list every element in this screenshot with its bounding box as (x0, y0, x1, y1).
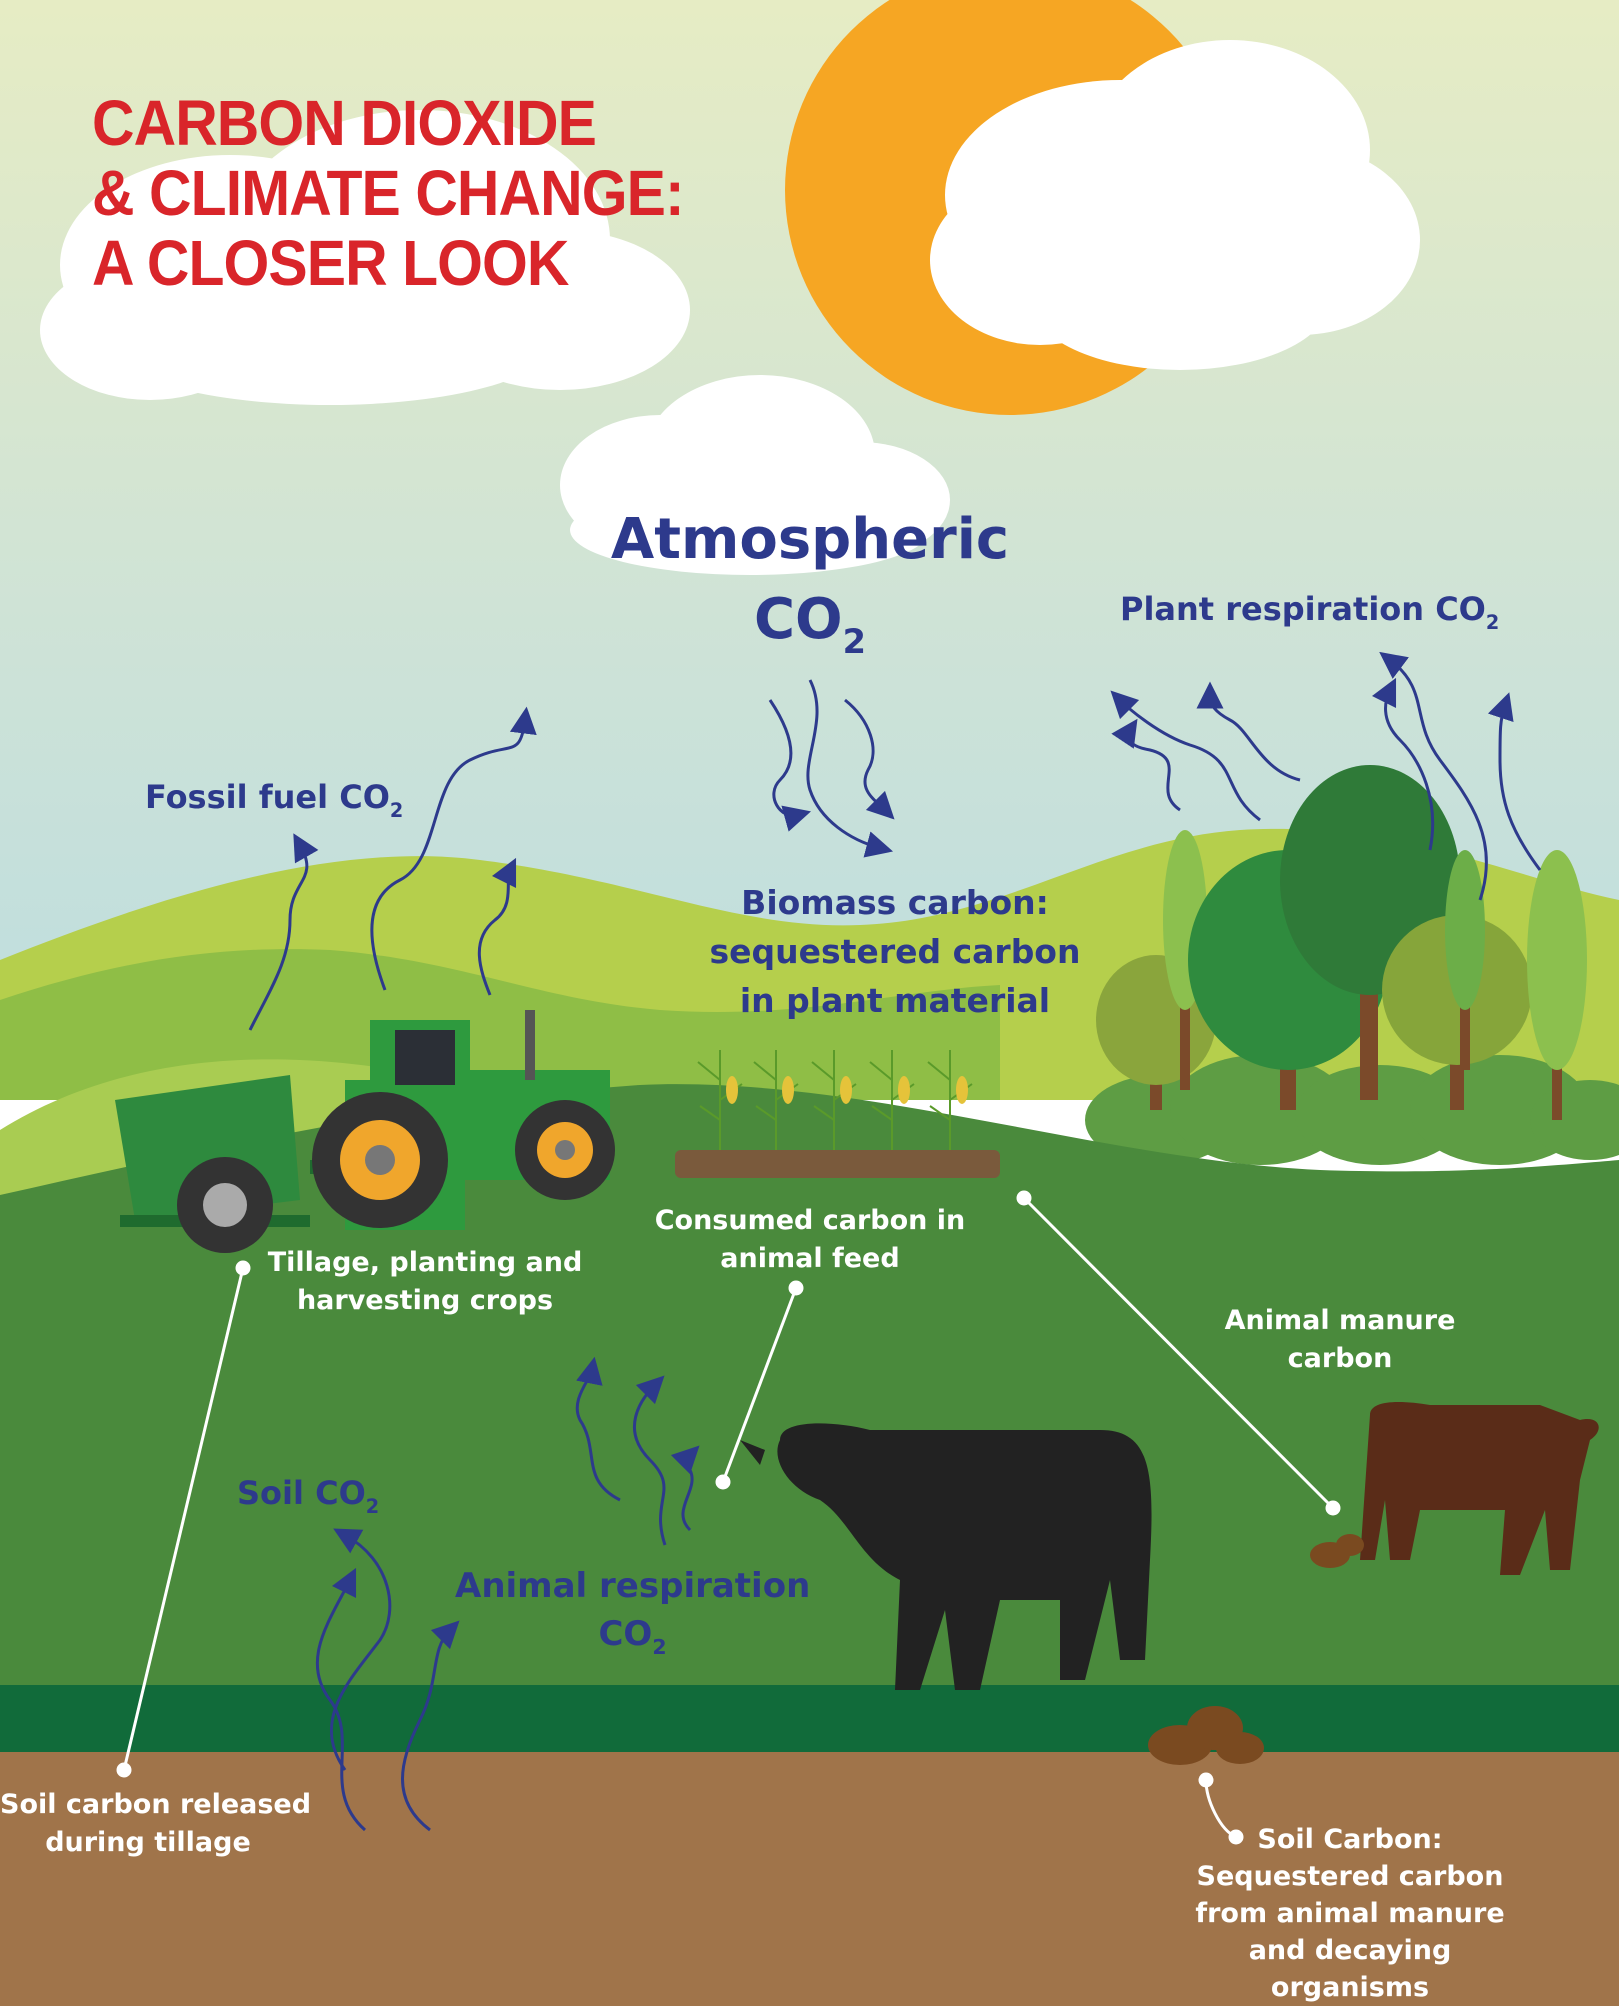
title-line: A CLOSER LOOK (92, 227, 569, 299)
title-line: CARBON DIOXIDE (92, 87, 597, 159)
label-atmospheric-co2: Atmospheric CO2 (600, 500, 1020, 667)
shrub-icon (1085, 1055, 1619, 1165)
leader-dot (116, 1762, 132, 1778)
co2-arrow (330, 1528, 392, 1771)
label-line: animal feed (720, 1243, 900, 1274)
subscript: 2 (389, 798, 404, 822)
label-text: Fossil fuel CO (145, 778, 390, 816)
leader-dot (1198, 1772, 1214, 1788)
label-line: harvesting crops (296, 1285, 554, 1316)
label-line: CO2 (455, 1610, 810, 1662)
label-tillage: Tillage, planting and harvesting crops (260, 1244, 590, 1320)
co2-arrow (1379, 651, 1488, 901)
leader-dot (715, 1474, 731, 1490)
label-line: organisms (1270, 1972, 1430, 2003)
label-animal-manure: Animal manure carbon (1200, 1302, 1480, 1378)
label-line: Tillage, planting and (267, 1247, 583, 1278)
label-line: Soil Carbon: (1257, 1824, 1443, 1855)
label-soil-co2: Soil CO2 (237, 1474, 437, 1518)
label-line: from animal manure (1195, 1898, 1505, 1929)
co2-arrow (1110, 690, 1261, 822)
leader-dot (1016, 1190, 1032, 1206)
co2-arrow (1196, 681, 1301, 782)
co2-arrow (844, 698, 895, 820)
label-fossil-fuel: Fossil fuel CO2 (145, 778, 445, 822)
label-line: and decaying (1248, 1935, 1452, 1966)
manure-icon (1310, 1534, 1364, 1568)
co2-arrow (1371, 677, 1435, 851)
leader-dot (1228, 1829, 1244, 1845)
cloud-icon (930, 40, 1420, 370)
leader-dot (235, 1260, 251, 1276)
label-text: Soil CO (237, 1474, 366, 1512)
leader-dot (788, 1280, 804, 1296)
label-soil-carbon-released: Soil carbon released during tillage (0, 1786, 312, 1862)
label-line: in plant material (739, 981, 1051, 1020)
co2-arrow (401, 1620, 460, 1832)
subscript: 2 (652, 1635, 667, 1660)
subscript: 2 (1485, 610, 1500, 634)
grass-strip (0, 1685, 1619, 1755)
tree-icon (1527, 850, 1587, 1120)
co2-arrow (477, 857, 517, 996)
label-line: Atmospheric (610, 507, 1010, 572)
label-line: Animal respiration (455, 1566, 811, 1606)
label-text: CO (753, 587, 843, 652)
page-title: CARBON DIOXIDE & CLIMATE CHANGE: A CLOSE… (92, 87, 685, 299)
co2-arrow (575, 1356, 621, 1502)
co2-arrow (670, 1445, 700, 1532)
label-text: Plant respiration CO (1120, 590, 1486, 628)
co2-arrow (1111, 718, 1181, 812)
label-line: during tillage (45, 1827, 251, 1858)
soil-layer (0, 1752, 1619, 2006)
label-line: Sequestered carbon (1196, 1861, 1504, 1892)
label-line: sequestered carbon (709, 932, 1081, 971)
co2-arrow (1487, 692, 1542, 871)
black-cow-icon (740, 1423, 1152, 1690)
cloud-icon (560, 375, 950, 575)
label-line: Consumed carbon in (654, 1205, 966, 1236)
co2-arrow (248, 833, 319, 1031)
co2-arrow (768, 699, 812, 832)
tractor-icon (115, 1010, 615, 1253)
label-line: carbon (1287, 1343, 1393, 1374)
label-text: CO (598, 1614, 653, 1654)
corn-crop-icon (675, 1050, 1000, 1178)
tree-icon (1445, 850, 1485, 1070)
cloud-icon (40, 110, 690, 405)
label-line: Animal manure (1224, 1305, 1456, 1336)
label-line: CO2 (600, 580, 1020, 667)
co2-arrow (632, 1375, 667, 1546)
label-biomass-carbon: Biomass carbon: sequestered carbon in pl… (690, 878, 1100, 1025)
title-line: & CLIMATE CHANGE: (92, 157, 685, 229)
field (0, 1084, 1619, 1700)
leader-line (721, 1287, 798, 1483)
label-line: Soil carbon released (0, 1789, 312, 1820)
leader-dot (1325, 1500, 1341, 1516)
co2-arrow (370, 706, 537, 991)
label-consumed-carbon: Consumed carbon in animal feed (640, 1202, 980, 1278)
co2-arrow (315, 1567, 366, 1832)
leader-line (1022, 1196, 1335, 1510)
label-line: Biomass carbon: (741, 883, 1049, 922)
leader-line (122, 1267, 245, 1771)
label-plant-respiration: Plant respiration CO2 (1120, 590, 1520, 634)
label-soil-carbon-sequestered: Soil Carbon: Sequestered carbon from ani… (1190, 1821, 1510, 2006)
subscript: 2 (365, 1494, 380, 1518)
label-animal-respiration: Animal respiration CO2 (455, 1562, 810, 1662)
co2-arrow (806, 679, 894, 858)
brown-cow-icon (1360, 1402, 1599, 1575)
manure-icon (1148, 1706, 1264, 1765)
subscript: 2 (842, 622, 867, 662)
